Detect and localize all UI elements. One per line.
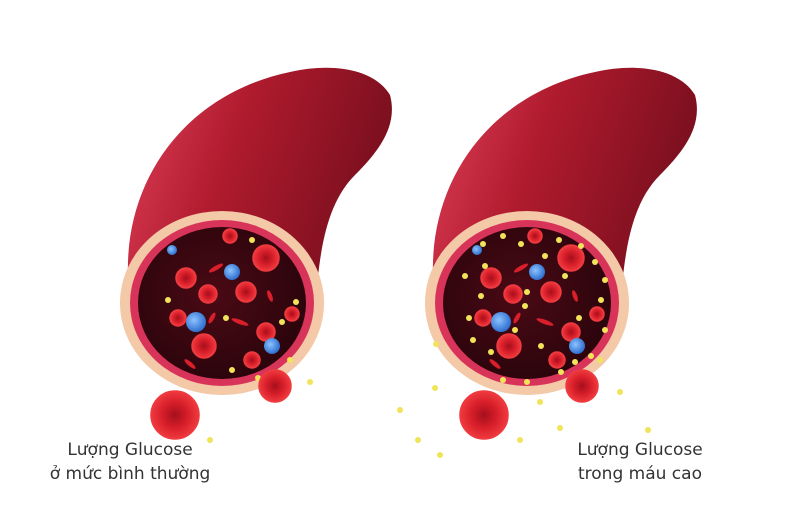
white-blood-cell (167, 245, 177, 255)
red-blood-cell (170, 310, 186, 326)
glucose-dot (558, 369, 564, 375)
glucose-dot (293, 299, 299, 305)
white-blood-cell (491, 312, 511, 332)
glucose-dot (466, 315, 472, 321)
label-normal-line1: Lượng Glucose (30, 438, 230, 462)
glucose-dot (287, 357, 293, 363)
red-blood-cell (528, 229, 542, 243)
glucose-dot (578, 243, 584, 249)
red-blood-cell (541, 282, 561, 302)
red-blood-cell (192, 334, 216, 358)
glucose-dot (602, 327, 608, 333)
red-blood-cell (236, 282, 256, 302)
glucose-dot (478, 293, 484, 299)
red-blood-cell (285, 307, 299, 321)
white-blood-cell (569, 338, 585, 354)
glucose-dot (556, 237, 562, 243)
label-high-line1: Lượng Glucose (540, 438, 740, 462)
red-blood-cell (481, 268, 501, 288)
red-blood-cell (566, 370, 598, 402)
label-high-glucose: Lượng Glucose trong máu cao (540, 438, 740, 486)
glucose-dot (433, 341, 439, 347)
glucose-dot (488, 349, 494, 355)
glucose-dot (462, 273, 468, 279)
glucose-dot (279, 319, 285, 325)
white-blood-cell (224, 264, 240, 280)
glucose-dot (500, 233, 506, 239)
glucose-dot (645, 427, 651, 433)
glucose-dot (397, 407, 403, 413)
glucose-dot (500, 377, 506, 383)
red-blood-cell (504, 285, 522, 303)
white-blood-cell (264, 338, 280, 354)
label-normal-line2: ở mức bình thường (30, 462, 230, 486)
vessel-lumen (443, 227, 611, 379)
glucose-dot (229, 367, 235, 373)
white-blood-cell (472, 245, 482, 255)
red-blood-cell (497, 334, 521, 358)
glucose-dot (517, 437, 523, 443)
red-blood-cell (558, 245, 584, 271)
glucose-dot (307, 379, 313, 385)
glucose-dot (249, 237, 255, 243)
red-blood-cell (244, 352, 260, 368)
glucose-dot (598, 297, 604, 303)
glucose-dot (512, 327, 518, 333)
glucose-dot (522, 303, 528, 309)
white-blood-cell (186, 312, 206, 332)
vessel-normal (120, 68, 392, 395)
glucose-dot (597, 357, 603, 363)
glucose-dot (482, 263, 488, 269)
glucose-dot (524, 289, 530, 295)
glucose-dot (480, 241, 486, 247)
glucose-dot (576, 315, 582, 321)
vessel-lumen (138, 227, 306, 379)
label-high-line2: trong máu cao (540, 462, 740, 486)
glucose-dot (437, 452, 443, 458)
glucose-dot (542, 253, 548, 259)
glucose-dot (617, 389, 623, 395)
glucose-dot (602, 277, 608, 283)
glucose-dot (557, 425, 563, 431)
glucose-dot (538, 343, 544, 349)
glucose-dot (165, 297, 171, 303)
glucose-dot (432, 385, 438, 391)
red-blood-cell (199, 285, 217, 303)
glucose-dot (572, 359, 578, 365)
glucose-dot (524, 379, 530, 385)
glucose-dot (562, 273, 568, 279)
glucose-dot (223, 315, 229, 321)
red-blood-cell (475, 310, 491, 326)
red-blood-cell (549, 352, 565, 368)
red-blood-cell (590, 307, 604, 321)
white-blood-cell (529, 264, 545, 280)
glucose-dot (415, 437, 421, 443)
red-blood-cell (151, 391, 199, 439)
glucose-dot (592, 259, 598, 265)
label-normal-glucose: Lượng Glucose ở mức bình thường (30, 438, 230, 486)
vessel-high-glucose (425, 68, 697, 395)
glucose-dot (537, 399, 543, 405)
glucose-dot (470, 337, 476, 343)
red-blood-cell (253, 245, 279, 271)
red-blood-cell (176, 268, 196, 288)
glucose-dot (518, 241, 524, 247)
red-blood-cell (259, 370, 291, 402)
glucose-dot (588, 353, 594, 359)
red-blood-cell (223, 229, 237, 243)
red-blood-cell (460, 391, 508, 439)
